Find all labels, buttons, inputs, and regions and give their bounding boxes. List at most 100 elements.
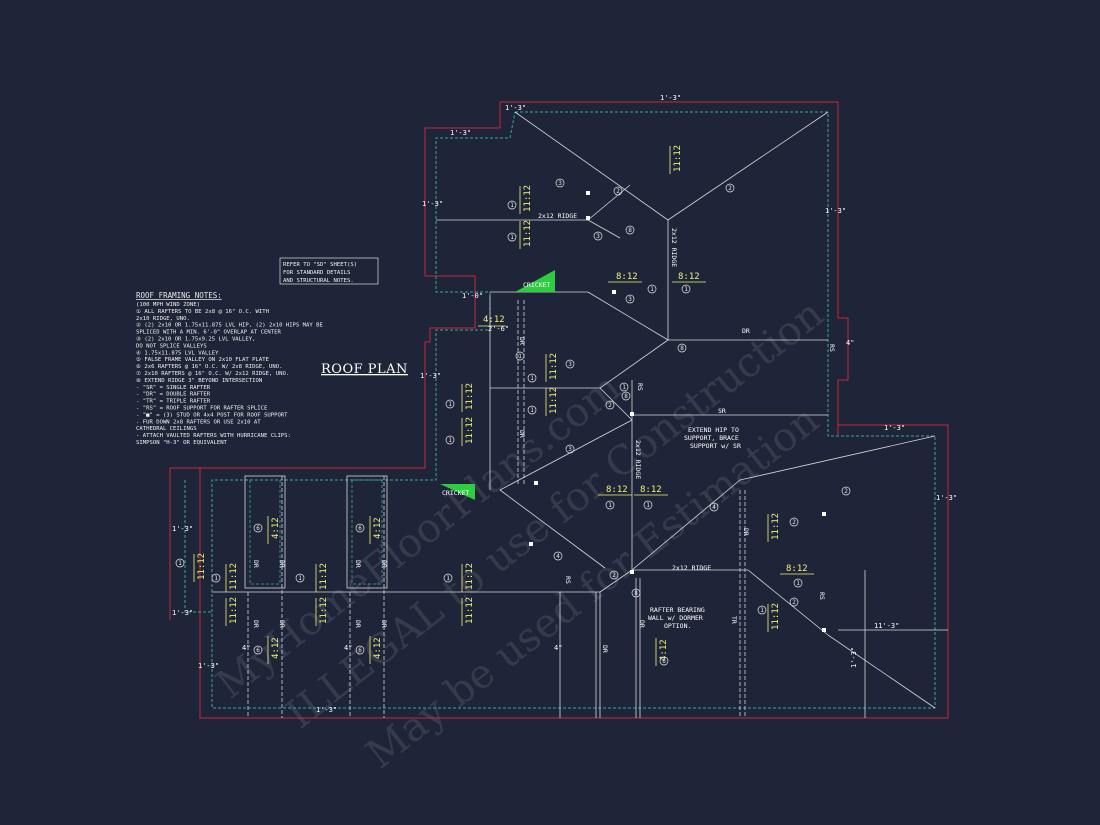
post — [612, 290, 616, 294]
extend-hip-callout: EXTEND HIP TO SUPPORT, BRACE SUPPORT w/ … — [684, 426, 741, 450]
post — [822, 512, 826, 516]
ridge-label-lower: 2x12 RIDGE — [672, 564, 711, 572]
note-line: - "DR" = DOUBLE RAFTER — [136, 392, 211, 398]
tag-dr: DR — [380, 560, 388, 568]
tag-rs: RS — [818, 592, 826, 600]
ridge-label-vertical-upper: 2x12 RIDGE — [670, 228, 678, 267]
framing-tag-circle — [443, 573, 453, 583]
framing-tag-circle — [211, 573, 221, 583]
pitch-11-12: 11:12 — [461, 563, 475, 592]
framing-tag-number: 2 — [608, 402, 612, 409]
tag-sr: SR — [718, 407, 726, 415]
framing-tag-number: 6 — [256, 525, 260, 532]
refer-line-3: AND STRUCTURAL NOTES. — [283, 278, 354, 284]
ridge-label-vertical-mid: 2x12 RIDGE — [634, 440, 642, 479]
pitch-8-12: 8:12 — [608, 272, 642, 283]
framing-tag-circle — [593, 231, 603, 241]
framing-tag-number: 1 — [298, 575, 302, 582]
framing-tag-number: 8 — [628, 227, 632, 234]
pitch-4-12: 4:12 — [267, 516, 281, 544]
svg-text:1'-3": 1'-3" — [850, 647, 858, 668]
framing-tag-number: 6 — [358, 647, 362, 654]
tag-dr: DR — [518, 337, 526, 345]
framing-tag-circle — [355, 645, 365, 655]
framing-tag-number: 1 — [448, 401, 452, 408]
framing-tag-number: 2 — [792, 599, 796, 606]
framing-tag-circle — [659, 656, 669, 666]
notes-list: (100 MPH WIND ZONE)① ALL RAFTERS TO BE 2… — [136, 302, 324, 446]
crickets: CRICKET CRICKET — [440, 270, 555, 500]
framing-tag-number: 4 — [556, 553, 560, 560]
post — [534, 481, 538, 485]
note-line: ⑥ 2x6 RAFTERS @ 16" O.C. W/ 2x8 RIDGE, U… — [136, 363, 282, 370]
framing-tag-circle — [625, 294, 635, 304]
tag-dr: DR — [742, 327, 750, 335]
framing-tag-circle — [841, 486, 851, 496]
pitch-11-12: 11:12 — [315, 563, 329, 592]
framing-tag-circle — [253, 645, 263, 655]
framing-tag-number: 1 — [530, 407, 534, 414]
svg-text:4": 4" — [846, 339, 854, 347]
framing-tag-circle — [605, 500, 615, 510]
svg-text:11:12: 11:12 — [673, 145, 683, 172]
pitch-4-12: 4:12 — [369, 636, 383, 664]
framing-tag-number: 8 — [680, 345, 684, 352]
svg-text:11:12: 11:12 — [465, 597, 475, 624]
cricket-top-label: CRICKET — [523, 281, 550, 289]
pitch-8-12: 8:12 — [598, 485, 632, 496]
pitch-8-12: 8:12 — [672, 272, 706, 283]
framing-tag-number: 6 — [662, 658, 666, 665]
cricket-bottom-shape — [440, 484, 475, 500]
pitch-8-12: 8:12 — [634, 485, 668, 496]
svg-text:1'-0": 1'-0" — [462, 292, 483, 300]
tag-dr: DR — [354, 560, 362, 568]
cricket-bottom-label: CRICKET — [442, 489, 469, 497]
refer-line-1: REFER TO "SD" SHEET(S) — [283, 262, 357, 268]
note-line: ④ 1.75x11.875 LVL VALLEY — [136, 349, 219, 356]
svg-text:4:12: 4:12 — [373, 517, 383, 539]
pitch-11-12: 11:12 — [767, 603, 781, 632]
svg-text:OPTION.: OPTION. — [664, 622, 691, 630]
framing-tag-circle — [605, 400, 615, 410]
svg-text:1'-3": 1'-3" — [660, 94, 681, 102]
svg-text:11:12: 11:12 — [229, 563, 239, 590]
svg-text:11:12: 11:12 — [319, 563, 329, 590]
note-line: ① ALL RAFTERS TO BE 2x8 @ 16" O.C. WITH — [136, 308, 269, 315]
svg-text:1'-3": 1'-3" — [450, 129, 471, 137]
framing-tag-circle — [507, 200, 517, 210]
framing-tag-circle — [515, 351, 525, 361]
pitch-11-12: 11:12 — [461, 383, 475, 412]
refer-line-2: FOR STANDARD DETAILS — [283, 270, 350, 276]
svg-text:WALL w/ DORMER: WALL w/ DORMER — [648, 614, 703, 622]
framing-tag-circle — [619, 382, 629, 392]
tag-dr: DR — [380, 620, 388, 628]
ridge-label-upper: 2x12 RIDGE — [538, 212, 577, 220]
ridge-labels: 2x12 RIDGE 2x12 RIDGE 2x12 RIDGE 2x12 RI… — [538, 212, 711, 572]
svg-text:8:12: 8:12 — [606, 485, 628, 495]
note-line: ③ (2) 2x10 OR 1.75x9.25 LVL VALLEY, — [136, 336, 256, 343]
svg-text:8:12: 8:12 — [678, 272, 700, 282]
framing-tag-circle — [725, 183, 735, 193]
svg-text:1'-3": 1'-3" — [316, 706, 337, 714]
dimensions: 1'-3" 1'-3" 1'-3" 1'-3" 1'-3" 1'-0" 2'-6… — [172, 94, 957, 714]
svg-text:11:12: 11:12 — [771, 603, 781, 630]
svg-text:11:12: 11:12 — [523, 220, 533, 247]
note-line: - ATTACH VAULTED RAFTERS WITH HURRICANE … — [136, 433, 291, 439]
framing-tag-number: 1 — [214, 575, 218, 582]
tag-dr: DR — [252, 620, 260, 628]
framing-tag-circle — [613, 186, 623, 196]
page-title: ROOF PLAN — [321, 362, 408, 377]
framing-tag-number: 3 — [558, 180, 562, 187]
note-line: - "RS" = ROOF SUPPORT FOR RAFTER SPLICE — [136, 406, 268, 412]
note-line: ⑦ 2x10 RAFTERS @ 16" O.C. W/ 2x12 RIDGE,… — [136, 370, 289, 377]
note-line: ⑧ EXTEND RIDGE 3" BEYOND INTERSECTION — [136, 377, 262, 384]
note-line: (100 MPH WIND ZONE) — [136, 302, 200, 308]
framing-tag-number: 3 — [596, 233, 600, 240]
framing-tag-circle — [631, 588, 641, 598]
svg-text:4:12: 4:12 — [483, 315, 505, 325]
framing-tag-circle — [555, 178, 565, 188]
svg-text:1'-3": 1'-3" — [936, 494, 957, 502]
svg-text:1'-3": 1'-3" — [172, 609, 193, 617]
svg-text:2'-6": 2'-6" — [488, 325, 509, 333]
framing-tag-number: 3 — [568, 446, 572, 453]
